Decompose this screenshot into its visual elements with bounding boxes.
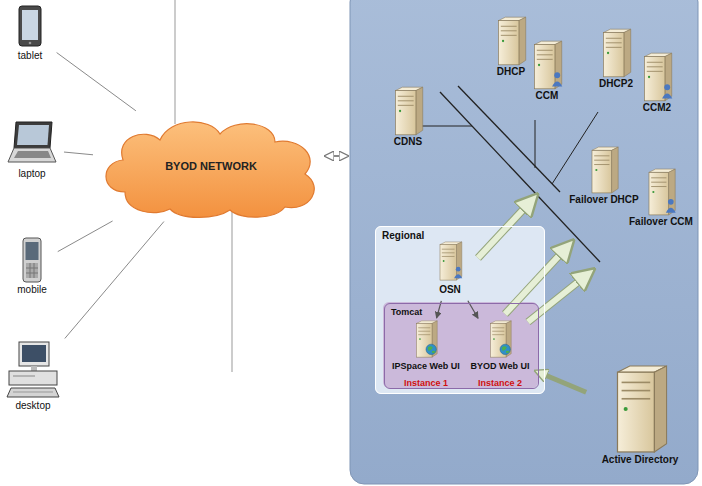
node-label: Regional <box>376 227 430 245</box>
node-label: Active Directory <box>602 454 679 466</box>
server-node: Failover CCM <box>629 168 693 228</box>
node-label: mobile <box>17 284 46 296</box>
web-server: BYOD Web UIInstance 2 <box>464 320 536 392</box>
node-label: DHCP2 <box>599 78 633 90</box>
connector <box>58 221 113 252</box>
bus-tap <box>420 126 472 127</box>
node-label: laptop <box>18 168 45 180</box>
node-label: tablet <box>18 50 42 62</box>
laptop-icon <box>6 118 58 168</box>
server-icon <box>587 146 621 194</box>
link-arrow <box>478 200 532 258</box>
server-icon <box>599 28 633 78</box>
node-label: BYOD NETWORK <box>165 160 257 172</box>
mobile-icon <box>19 236 45 284</box>
server-icon <box>640 52 674 102</box>
web-server: IPSpace Web UIInstance 1 <box>386 320 466 392</box>
bus-tap <box>535 120 536 168</box>
link-arrow <box>528 274 588 322</box>
device-icon: desktop <box>2 340 64 412</box>
node-label: BYOD Web UI <box>465 358 536 375</box>
network-bus <box>458 86 560 192</box>
node-label: CCM2 <box>643 102 671 114</box>
node-label: CCM <box>536 90 559 102</box>
container-box-fill <box>383 302 538 388</box>
bus-tap <box>552 112 598 184</box>
server-icon <box>411 320 441 358</box>
server-icon <box>391 86 425 136</box>
server-node: DHCP2 <box>592 28 640 90</box>
node-label: Failover CCM <box>629 216 693 228</box>
node-label: Failover DHCP <box>569 194 638 206</box>
device-icon: laptop <box>2 118 62 180</box>
connector <box>65 222 164 339</box>
server-panel <box>350 0 698 484</box>
directory-server: Active Directory <box>588 364 692 466</box>
server-node: CCM <box>524 40 570 102</box>
connector <box>538 372 586 392</box>
server-node: DHCP <box>488 16 534 78</box>
instance-label: Instance 1 <box>398 375 454 392</box>
server-node: Failover DHCP <box>566 146 642 206</box>
node-label: CDNS <box>394 136 422 148</box>
node-label: OSN <box>433 281 467 299</box>
desktop-icon <box>5 340 61 400</box>
server-icon <box>435 241 465 281</box>
instance-label: Instance 2 <box>472 375 528 392</box>
server-icon <box>644 168 678 216</box>
container-box: TomcatIPSpace Web UIInstance 1BYOD Web U… <box>384 303 539 389</box>
server-node: OSN <box>427 241 473 299</box>
region-box-fill <box>375 226 545 394</box>
tablet-icon <box>16 4 44 50</box>
region-box: RegionalOSNTomcatIPSpace Web UIInstance … <box>375 226 545 394</box>
node-label: Tomcat <box>385 304 428 321</box>
server-icon <box>530 40 564 90</box>
node-label: IPSpace Web UI <box>386 358 466 375</box>
network-cloud: BYOD NETWORK <box>95 112 327 220</box>
server-icon <box>485 320 515 358</box>
uplink-line <box>175 0 176 124</box>
link-arrow <box>528 274 588 322</box>
node-label: DHCP <box>497 66 525 78</box>
connector <box>57 53 136 111</box>
link-arrow <box>478 200 532 258</box>
server-icon <box>494 16 528 66</box>
server-icon <box>609 364 671 454</box>
server-node: CCM2 <box>632 52 682 114</box>
connector <box>64 152 93 155</box>
device-icon: mobile <box>8 236 56 296</box>
node-label: desktop <box>15 400 50 412</box>
uplink-line <box>232 208 233 372</box>
device-icon: tablet <box>5 4 55 62</box>
panel-link <box>326 155 347 157</box>
server-node: CDNS <box>383 86 433 148</box>
